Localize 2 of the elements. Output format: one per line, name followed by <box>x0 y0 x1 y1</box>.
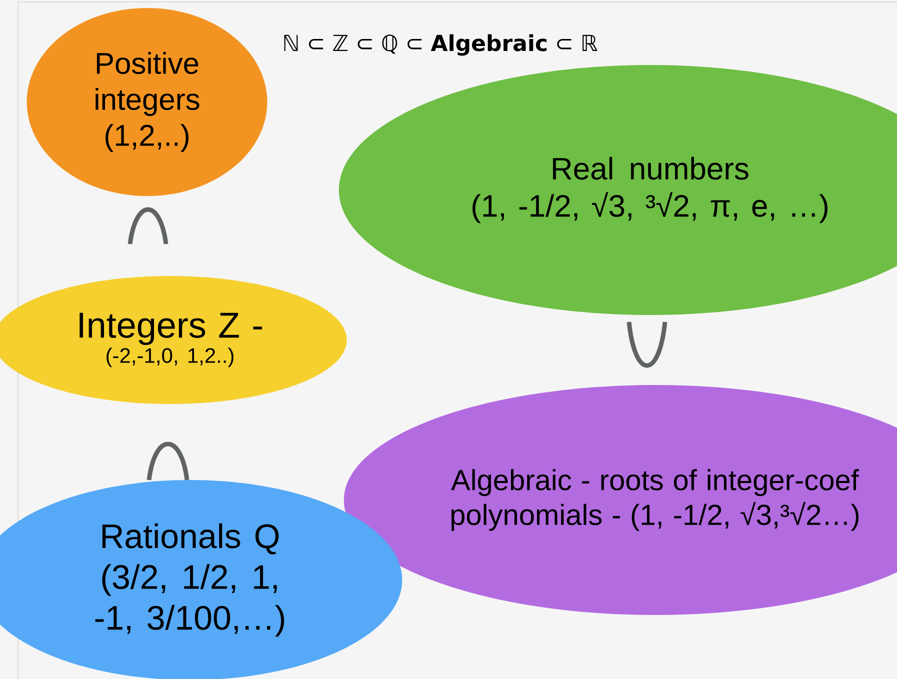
title: ℕ ⊂ ℤ ⊂ ℚ ⊂ Algebraic ⊂ ℝ <box>284 34 598 56</box>
ellipse-node: Positive integers (1,2,..) <box>26 8 268 196</box>
